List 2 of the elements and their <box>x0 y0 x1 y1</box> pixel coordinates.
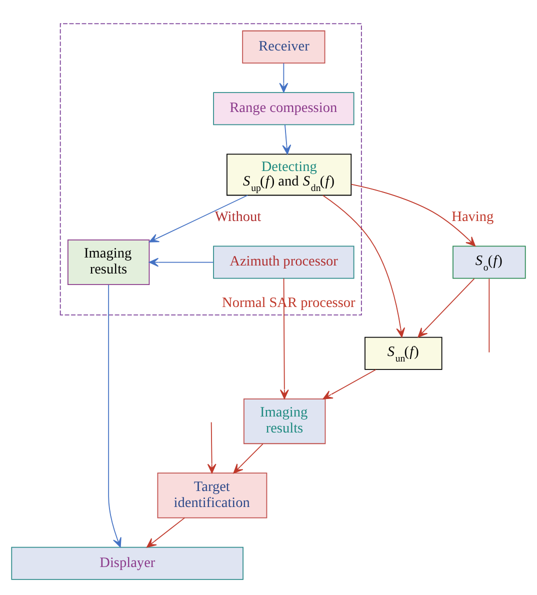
edge-label: Without <box>214 208 262 224</box>
edge-label: Having <box>452 208 494 224</box>
